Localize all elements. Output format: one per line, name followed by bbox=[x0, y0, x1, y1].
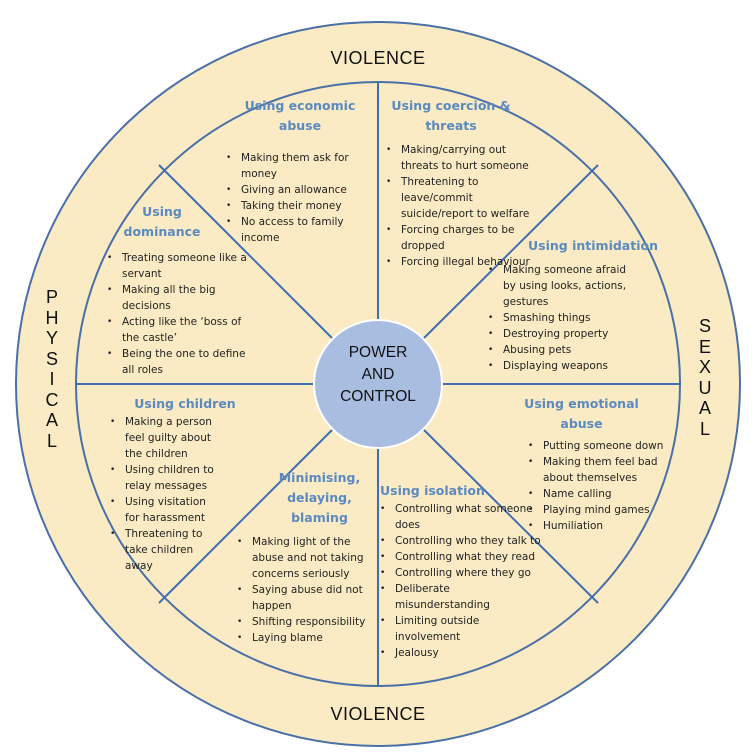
segment-list: Putting someone downMaking them feel bad… bbox=[528, 438, 665, 534]
segment-item: Treating someone like a servant bbox=[107, 250, 257, 282]
outer-label-top: VIOLENCE bbox=[330, 48, 426, 68]
letter: Y bbox=[45, 328, 58, 348]
segment-item: Name calling bbox=[528, 486, 665, 502]
segment-item: Making/carrying out threats to hurt some… bbox=[386, 142, 536, 174]
letter: L bbox=[699, 418, 710, 439]
letter: A bbox=[698, 398, 711, 418]
segment-item: Putting someone down bbox=[528, 438, 665, 454]
segment-item: Making light of the abuse and not taking… bbox=[237, 534, 372, 582]
letter: U bbox=[698, 377, 712, 398]
segment-item: Playing mind games bbox=[528, 502, 665, 518]
letter: S bbox=[45, 348, 58, 369]
segment-list: Making a person feel guilty about the ch… bbox=[110, 414, 222, 574]
segment-item: Controlling who they talk to bbox=[380, 533, 545, 549]
segment-title: Using intimidation bbox=[528, 238, 658, 253]
segment-emotional: Using emotional abuse Putting someone do… bbox=[510, 394, 665, 534]
center-line-3: CONTROL bbox=[340, 388, 416, 405]
segment-item: Controlling what someone does bbox=[380, 501, 545, 533]
letter: E bbox=[698, 336, 711, 357]
letter: H bbox=[45, 307, 59, 328]
segment-item: Shifting responsibility bbox=[237, 614, 372, 630]
segment-item: Laying blame bbox=[237, 630, 372, 646]
letter: L bbox=[46, 430, 57, 451]
segment-economic: Using economic abuse Making them ask for… bbox=[226, 96, 374, 246]
outer-label-bottom: VIOLENCE bbox=[330, 704, 426, 724]
segment-item: Smashing things bbox=[488, 310, 633, 326]
segment-list: Making someone afraid by using looks, ac… bbox=[488, 262, 633, 374]
segment-minimising: Minimising, delaying, blaming Making lig… bbox=[237, 468, 372, 646]
letter: I bbox=[49, 369, 55, 389]
segment-item: Abusing pets bbox=[488, 342, 633, 358]
segment-item: Threatening to leave/commit suicide/repo… bbox=[386, 174, 536, 222]
segment-title: Using coercion & threats bbox=[391, 98, 511, 133]
segment-intimidation: Using intimidation Making someone afraid… bbox=[488, 236, 658, 374]
segment-children: Using children Making a person feel guil… bbox=[110, 394, 250, 574]
segment-dominance: Using dominance Treating someone like a … bbox=[107, 202, 257, 378]
segment-list: Treating someone like a servantMaking al… bbox=[107, 250, 257, 378]
segment-list: Controlling what someone doesControlling… bbox=[380, 501, 545, 661]
segment-item: Threatening to take children away bbox=[110, 526, 222, 574]
center-label: POWER AND CONTROL bbox=[318, 342, 438, 408]
spoke-bottom-left bbox=[158, 428, 334, 604]
segment-item: Making a person feel guilty about the ch… bbox=[110, 414, 222, 462]
segment-item: Destroying property bbox=[488, 326, 633, 342]
segment-title: Minimising, delaying, blaming bbox=[278, 470, 361, 525]
segment-isolation: Using isolation Controlling what someone… bbox=[380, 481, 545, 661]
segment-item: Displaying weapons bbox=[488, 358, 633, 374]
segment-item: Making them ask for money bbox=[226, 150, 374, 182]
segment-item: Limiting outside involvement bbox=[380, 613, 545, 645]
segment-item: Saying abuse did not happen bbox=[237, 582, 372, 614]
segment-title: Using isolation bbox=[380, 483, 485, 498]
segment-item: Humiliation bbox=[528, 518, 665, 534]
segment-item: Giving an allowance bbox=[226, 182, 374, 198]
segment-title: Using dominance bbox=[123, 204, 201, 239]
segment-item: Using visitation for harassment bbox=[110, 494, 222, 526]
segment-item: Controlling where they go bbox=[380, 565, 545, 581]
segment-item: Acting like the ‘boss of the castle’ bbox=[107, 314, 257, 346]
segment-title: Using children bbox=[134, 396, 236, 411]
segment-title: Using emotional abuse bbox=[524, 396, 639, 431]
center-line-2: AND bbox=[361, 366, 395, 383]
segment-item: Making them feel bad about themselves bbox=[528, 454, 665, 486]
letter: A bbox=[45, 410, 58, 430]
center-line-1: POWER bbox=[348, 344, 408, 361]
segment-item: Jealousy bbox=[380, 645, 545, 661]
segment-item: Deliberate misunderstanding bbox=[380, 581, 545, 613]
segment-item: Being the one to define all roles bbox=[107, 346, 257, 378]
segment-item: No access to family income bbox=[226, 214, 374, 246]
segment-item: Forcing charges to be dropped bbox=[386, 222, 536, 254]
letter: P bbox=[45, 287, 58, 307]
segment-item: Using children to relay messages bbox=[110, 462, 222, 494]
segment-item: Making all the big decisions bbox=[107, 282, 257, 314]
segment-item: Taking their money bbox=[226, 198, 374, 214]
center-hub bbox=[313, 319, 443, 449]
letter: S bbox=[698, 316, 711, 336]
letter: C bbox=[45, 389, 59, 410]
segment-item: Controlling what they read bbox=[380, 549, 545, 565]
letter: X bbox=[698, 357, 711, 377]
segment-list: Making them ask for moneyGiving an allow… bbox=[226, 150, 374, 246]
segment-list: Making light of the abuse and not taking… bbox=[237, 534, 372, 646]
segment-title: Using economic abuse bbox=[244, 98, 356, 133]
segment-item: Making someone afraid by using looks, ac… bbox=[488, 262, 633, 310]
